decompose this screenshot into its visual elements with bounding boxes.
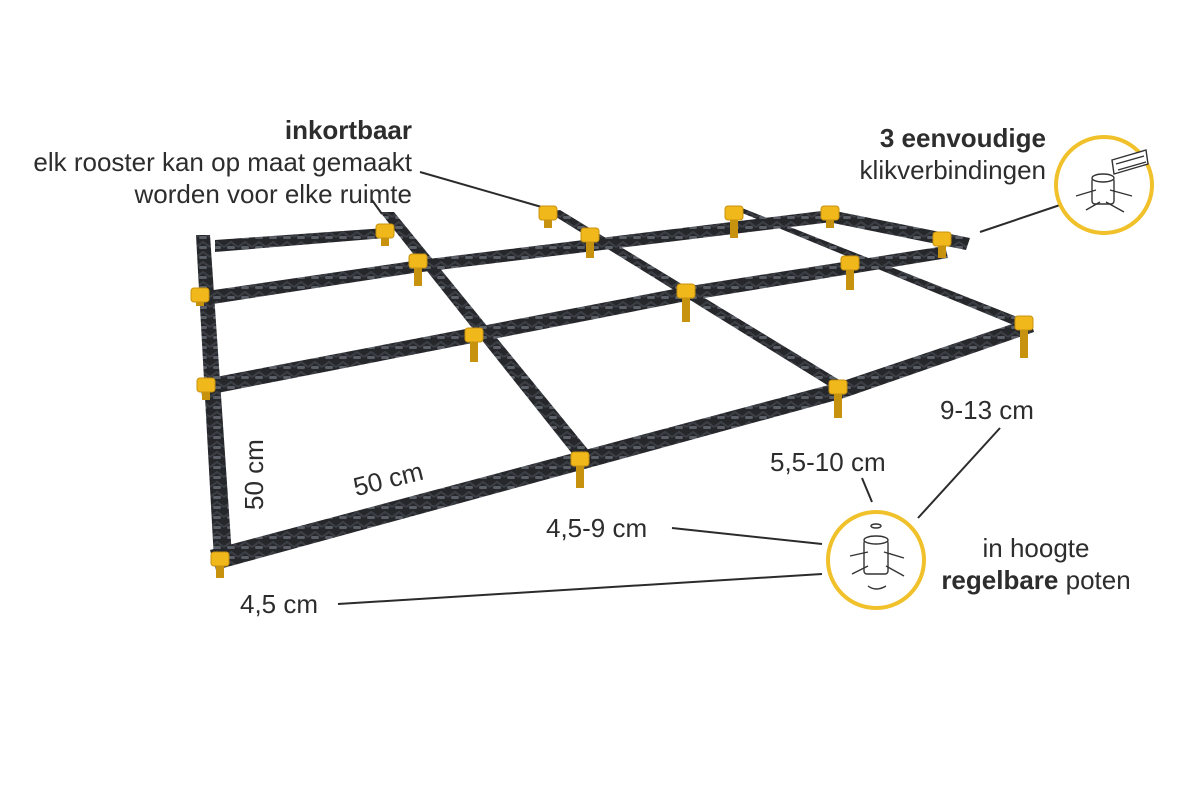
connector-8 <box>932 231 952 258</box>
klik-line1: klikverbindingen <box>859 155 1046 185</box>
connector-9 <box>196 377 216 400</box>
beam-left <box>196 235 232 560</box>
dim-h2: 4,5-9 cm <box>546 513 648 543</box>
leader-inkortbaar-a <box>419 171 546 209</box>
connector-5 <box>580 227 600 258</box>
frame-beams <box>196 208 1034 570</box>
dim-h3: 5,5-10 cm <box>770 447 886 477</box>
connector-1 <box>375 223 395 246</box>
inkortbaar-title: inkortbaar <box>284 115 412 145</box>
inkortbaar-annotation: inkortbaar elk rooster kan op maat gemaa… <box>20 114 412 210</box>
poten-annotation: in hoogte regelbare poten <box>938 532 1134 596</box>
poten-line2: regelbare poten <box>938 564 1134 596</box>
callout-klik <box>1054 135 1154 235</box>
dim-h1: 4,5 cm <box>240 589 319 619</box>
connector-14 <box>828 379 848 418</box>
leader-h1 <box>337 573 823 605</box>
klik-title: 3 eenvoudige <box>879 123 1046 153</box>
poten-rest: poten <box>1058 565 1131 595</box>
beam-row1 <box>200 260 420 306</box>
beam-mid-a <box>380 212 590 456</box>
klik-annotation: 3 eenvoudige klikverbindingen <box>820 122 1046 186</box>
leader-h4 <box>917 427 1001 519</box>
beam-mid-c <box>730 208 1030 326</box>
dim-h4: 9-13 cm <box>940 395 1034 425</box>
poten-line1: in hoogte <box>982 533 1090 563</box>
beam-row2 <box>200 286 692 396</box>
dim-depth: 50 cm <box>239 439 269 510</box>
connector-2 <box>190 287 210 306</box>
beam-mid-b <box>548 210 846 388</box>
connector-7 <box>820 205 840 228</box>
inkortbaar-line1: elk rooster kan op maat gemaakt <box>33 147 412 177</box>
inkortbaar-line2: worden voor elke ruimte <box>134 179 412 209</box>
beam-back-left <box>215 228 385 252</box>
connector-16 <box>210 551 230 578</box>
beam-row2-right <box>690 246 948 300</box>
connector-11 <box>676 283 696 322</box>
leader-h2 <box>671 527 823 545</box>
leader-klik <box>979 204 1061 233</box>
callout-poten <box>826 510 926 610</box>
beam-right <box>840 318 1034 398</box>
leader-inkortbaar-b <box>371 199 383 215</box>
connector-15 <box>1014 315 1034 358</box>
beam-front <box>210 382 844 570</box>
connector-6 <box>724 205 744 238</box>
connectors <box>190 205 1034 578</box>
connector-10 <box>464 327 484 362</box>
connector-13 <box>570 451 590 488</box>
connector-12 <box>840 255 860 290</box>
beam-back <box>420 210 832 272</box>
connector-3 <box>408 253 428 286</box>
poten-bold: regelbare <box>941 565 1059 595</box>
leader-h3 <box>861 477 873 503</box>
connector-4 <box>538 205 558 228</box>
leader-lines <box>337 171 1061 605</box>
